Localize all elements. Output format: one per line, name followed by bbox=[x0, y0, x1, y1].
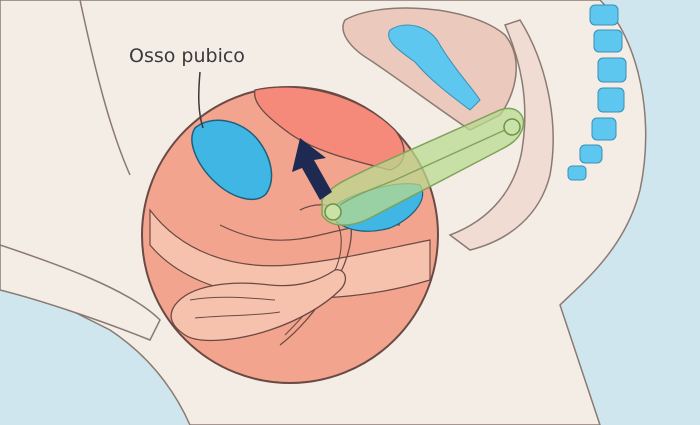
pubic-bone-label: Osso pubico bbox=[129, 45, 245, 67]
